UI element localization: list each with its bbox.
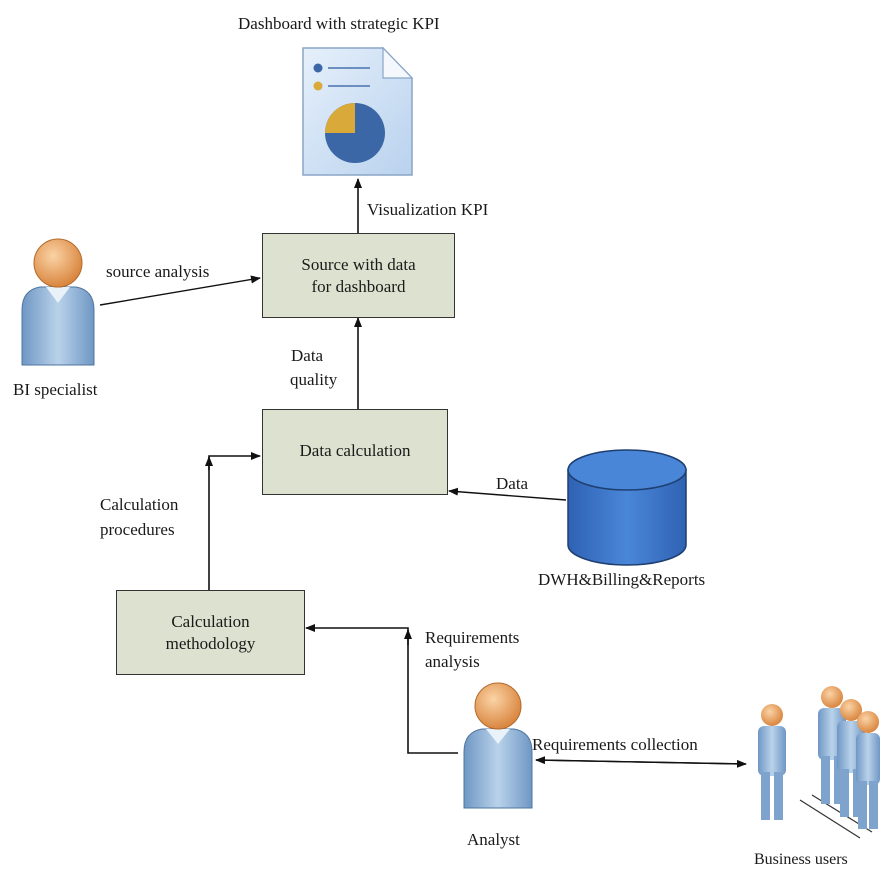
business-users-label: Business users: [754, 851, 848, 868]
arrow-bi-to-source: [99, 275, 261, 306]
arrow-analyst-to-users: [535, 759, 747, 768]
dashboard-title: Dashboard with strategic KPI: [238, 14, 440, 33]
analyst-icon: [463, 682, 533, 809]
methodology-box-line2: methodology: [165, 633, 256, 653]
business-users-icon: [758, 686, 880, 839]
data-quality-label-2: quality: [290, 370, 338, 389]
business-user-figure: [856, 711, 880, 829]
source-analysis-label: source analysis: [106, 262, 210, 281]
data-calculation-box: Data calculation: [262, 409, 448, 495]
business-user-figure: [758, 704, 786, 820]
data-label: Data: [496, 474, 529, 493]
bi-specialist-label: BI specialist: [13, 380, 98, 399]
visualization-kpi-label: Visualization KPI: [367, 200, 489, 219]
dwh-label: DWH&Billing&Reports: [538, 570, 706, 589]
req-collection-label: Requirements collection: [532, 735, 698, 754]
req-analysis-label-1: Requirements: [425, 628, 520, 647]
dwh-database-icon: [567, 449, 687, 566]
arrow-dwh-to-calculation: [448, 487, 567, 501]
arrow-analyst-to-methodology: [305, 624, 458, 754]
source-box-line2: for dashboard: [311, 276, 406, 296]
arrow-methodology-to-calculation: [208, 452, 261, 590]
methodology-box-line1: Calculation: [171, 611, 250, 631]
calc-procedures-label-1: Calculation: [100, 495, 179, 514]
bi-specialist-icon: [21, 238, 95, 366]
calculation-box-label: Data calculation: [299, 441, 411, 460]
dashboard-document-icon: [302, 46, 414, 176]
analyst-label: Analyst: [467, 830, 520, 849]
req-analysis-label-2: analysis: [425, 652, 480, 671]
data-quality-label-1: Data: [291, 346, 324, 365]
source-with-data-box: Source with data for dashboard: [262, 233, 455, 318]
business-user-figure: [818, 686, 846, 804]
calculation-methodology-box: Calculation methodology: [116, 590, 305, 675]
source-box-line1: Source with data: [301, 254, 416, 274]
calc-procedures-label-2: procedures: [100, 520, 175, 539]
